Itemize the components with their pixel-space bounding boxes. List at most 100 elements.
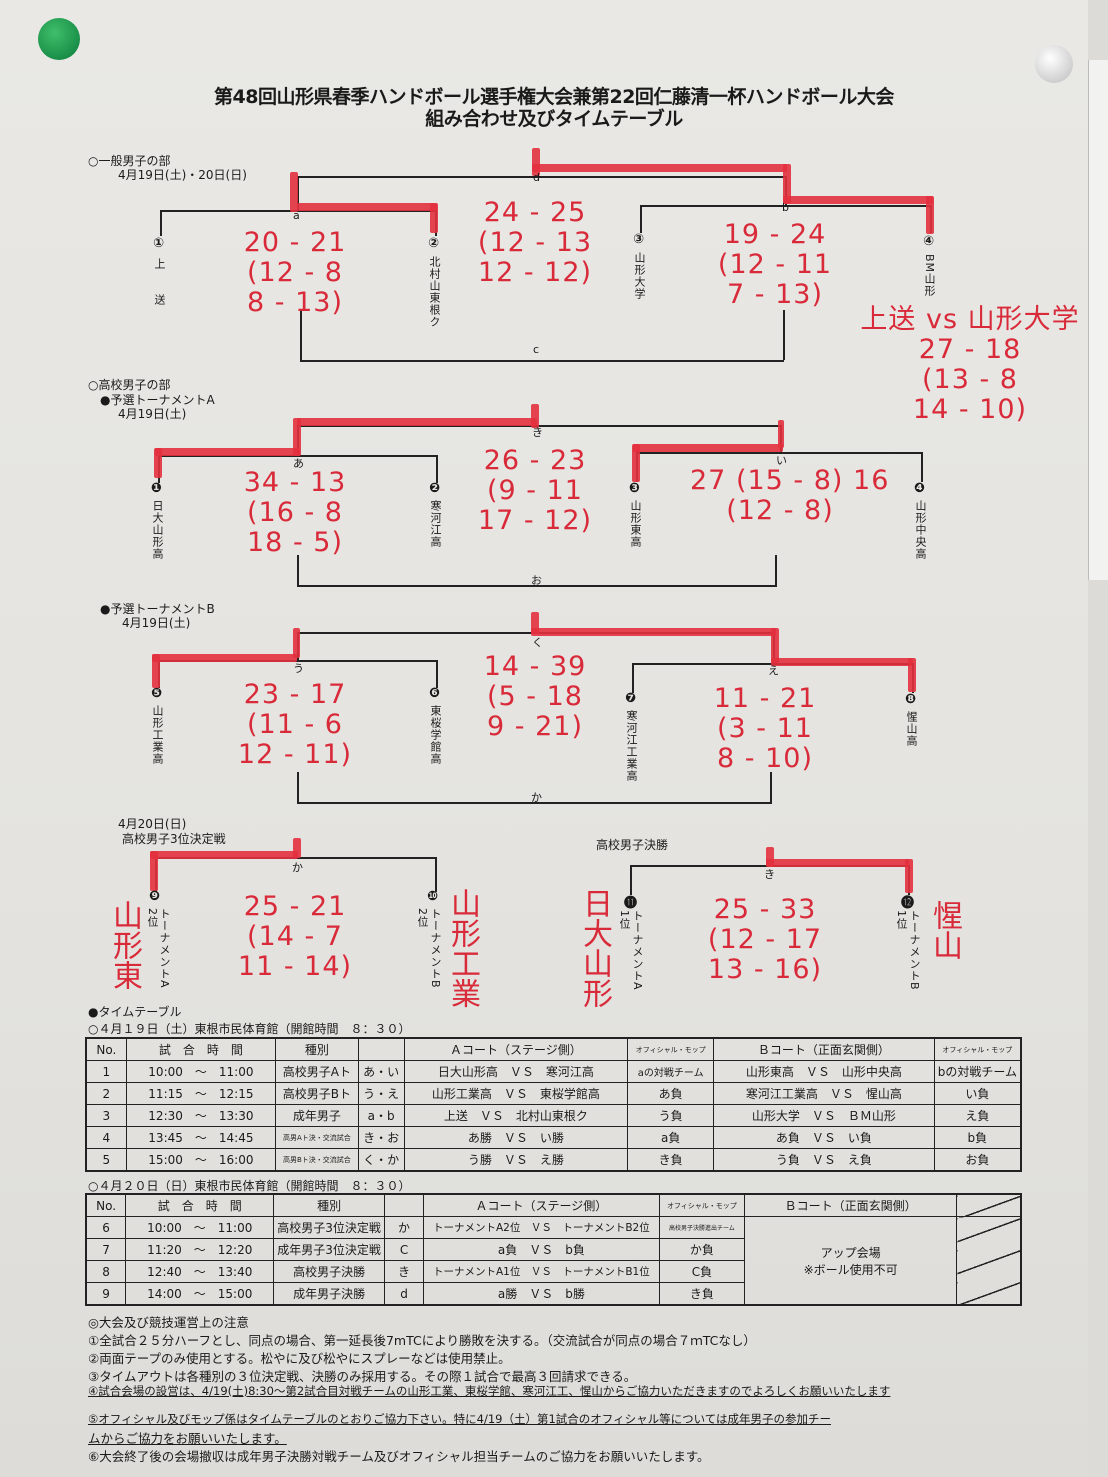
note-item: ③タイムアウトは各種別の３位決定戦、決勝のみ採用する。その際１試合で最高３回請求… [88,1369,637,1384]
match-label: う [293,662,304,675]
team-name: トーナメントA [631,910,644,991]
table-cell: a負 ＶＳ b負 [423,1238,660,1261]
handwritten-team: 惺山 [927,900,962,960]
table-cell: 10:00 ～ 11:00 [125,1060,277,1083]
column-header: Ａコート（ステージ側） [403,1037,629,1061]
table-cell: 寒河江工業高 ＶＳ 惺山高 [713,1082,935,1105]
column-header: Ａコート（ステージ側） [423,1193,660,1217]
tournament-b-heading: ●予選トーナメントB [100,602,215,616]
table-cell: a・b [357,1104,405,1127]
team-number: ❺ [151,686,163,701]
table-cell: C [383,1238,425,1261]
column-header [956,1193,1022,1217]
table-cell: い負 [933,1082,1022,1105]
match-label-b: b [782,201,789,214]
table-cell: か [383,1216,425,1239]
table-cell: 高男Aト決・交流試合 [275,1126,359,1149]
team-name: 北村山東根ク [428,256,441,328]
bcourt-note-line: ※ボール使用不可 [803,1262,898,1277]
team-number: ❿ [427,889,439,904]
team-number: ❷ [429,481,441,496]
tournament-b-date: 4月19日(土) [122,616,191,630]
match-label: か [531,791,542,804]
table-cell: 4 [85,1126,127,1149]
table-cell: 3 [85,1104,127,1127]
column-header [357,1037,405,1061]
team-name: 山形中央高 [914,500,927,560]
note-item: ①全試合２５分ハーフとし、同点の場合、第一延長後7mTCにより勝敗を決する。（交… [88,1333,756,1348]
bcourt-note-line: アップ会場 [820,1245,881,1260]
general-date: 4月19日(土)・20日(日) [118,168,247,182]
table-cell: bの対戦チーム [933,1060,1022,1083]
table-cell: う・え [357,1082,405,1105]
table-cell: あ負 [627,1082,715,1105]
match-label-d: d [533,171,540,184]
team-number: ❹ [914,481,926,496]
team-number: ❸ [629,481,641,496]
team-name: BM山形 [923,254,936,298]
table-cell: 成年男子決勝 [273,1282,385,1306]
match-label: お [531,574,542,587]
table-cell: 11:20 ～ 12:20 [125,1238,275,1261]
table-cell: き [383,1260,425,1283]
final-title: 高校男子決勝 [596,838,669,852]
team-rank: 1位 [618,910,631,930]
tournament-a-date: 4月19日(土) [118,407,187,421]
team-name: 惺山高 [905,711,918,747]
table-cell: a負 [627,1126,715,1149]
table-cell: 高校男子決勝 [273,1260,385,1283]
notes-heading: ◎大会及び競技運営上の注意 [88,1315,249,1330]
table-cell: C負 [658,1260,746,1283]
match-label-ki: き [764,868,775,881]
column-header: 試 合 時 間 [125,1037,277,1061]
team-name: 東桜学館高 [429,705,442,765]
team-name: 山形工業高 [151,705,164,765]
team-name: 山形東高 [629,500,642,548]
table-cell: き負 [627,1148,715,1172]
hatched-cell [956,1216,1022,1306]
table-cell: 成年男子3位決定戦 [273,1238,385,1261]
team-number: ⓬ [901,896,915,911]
table-cell: か負 [658,1238,746,1261]
table-cell: き負 [658,1282,746,1306]
table-cell: 10:00 ～ 11:00 [125,1216,275,1239]
table-cell: 山形東高 ＶＳ 山形中央高 [713,1060,935,1083]
table-cell: き・お [357,1126,405,1149]
column-header: 種別 [275,1037,359,1061]
table-cell: 山形工業高 ＶＳ 東桜学館高 [403,1082,629,1105]
note-item: ⑤オフィシャル及びモップ係はタイムテーブルのとおりご協力下さい。特に4/19（土… [88,1412,831,1426]
table-cell: 1 [85,1060,127,1083]
match-label: え [768,664,779,677]
table-cell: 高校男子3位決定戦 [273,1216,385,1239]
day2-date: 4月20日(日) [118,817,187,831]
table-cell: 13:45 ～ 14:45 [125,1126,277,1149]
team-rank: 1位 [895,910,908,930]
team-name: 寒河江工業高 [625,710,638,782]
team-number: ❼ [625,691,637,706]
table-cell: トーナメントA2位 ＶＳ トーナメントB2位 [423,1216,660,1239]
table-cell: 12:40 ～ 13:40 [125,1260,275,1283]
table-cell: 12:30 ～ 13:30 [125,1104,277,1127]
team-number: ① [153,236,165,251]
handwritten-team: 日大山形 [577,888,612,1008]
team-number: ❶ [151,481,163,496]
team-name: トーナメントB [908,910,921,991]
column-header: No. [85,1193,127,1217]
team-name: 山形大学 [633,252,646,300]
team-number: ⓫ [624,896,638,911]
team-number: ④ [923,234,935,249]
